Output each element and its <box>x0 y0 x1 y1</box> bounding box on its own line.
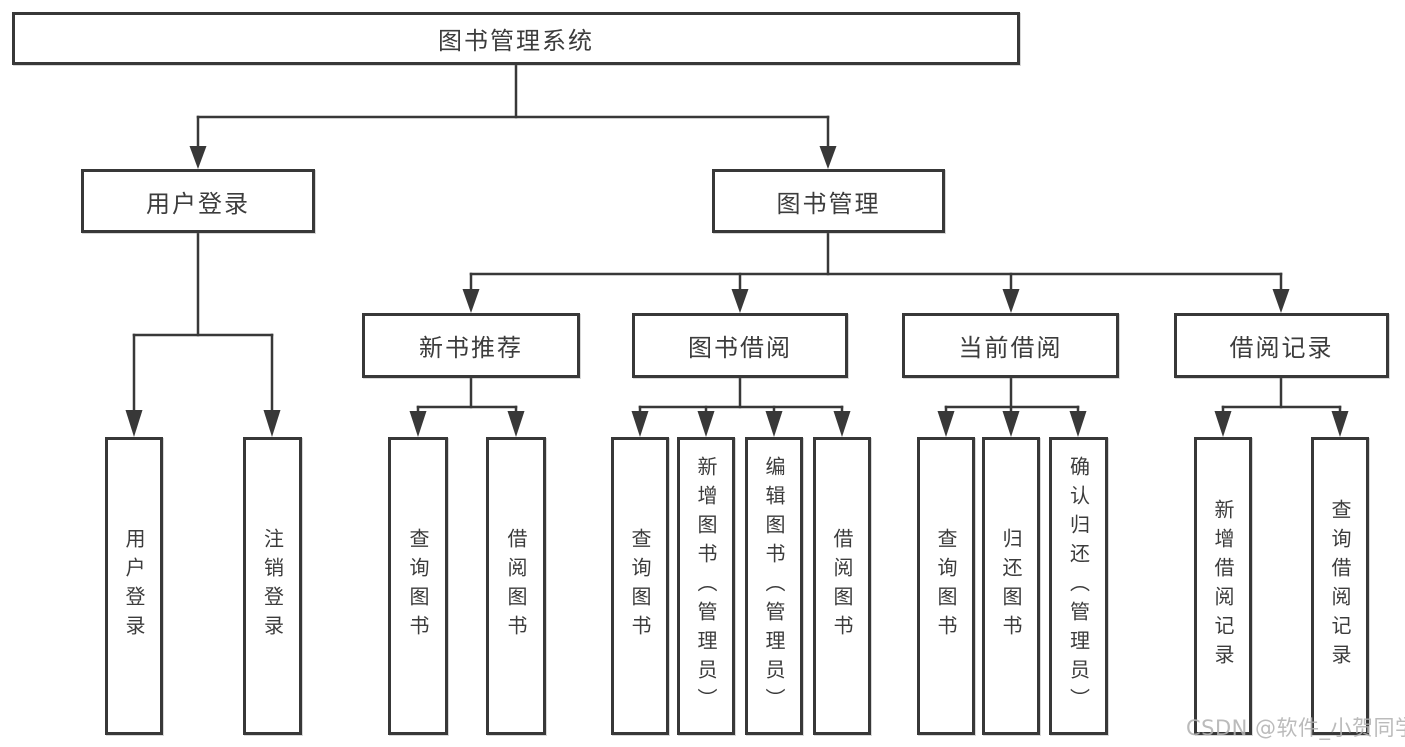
node-label: 用户登录 <box>122 528 146 644</box>
node-label: 归还图书 <box>999 528 1023 644</box>
leaf-query-books-current: 查询图书 <box>917 437 975 735</box>
leaf-query-books-borrow: 查询图书 <box>611 437 669 735</box>
leaf-add-borrow-record: 新增借阅记录 <box>1194 437 1252 735</box>
node-label: 确认归还（管理员） <box>1066 455 1091 717</box>
node-label: 新增借阅记录 <box>1211 499 1235 673</box>
leaf-return-books: 归还图书 <box>982 437 1040 735</box>
node-user-login: 用户登录 <box>81 169 315 233</box>
leaf-borrow-books-recommend: 借阅图书 <box>486 437 546 735</box>
node-current-borrowing: 当前借阅 <box>902 313 1119 378</box>
node-label: 图书借阅 <box>688 334 792 362</box>
leaf-add-books-admin: 新增图书（管理员） <box>677 437 735 735</box>
node-label: 新增图书（管理员） <box>694 455 718 717</box>
node-label: 查询图书 <box>934 528 958 644</box>
leaf-query-borrow-record: 查询借阅记录 <box>1311 437 1369 735</box>
leaf-confirm-return-admin: 确认归还（管理员） <box>1049 437 1108 735</box>
node-label: 用户登录 <box>146 189 250 218</box>
leaf-logout-login: 注销登录 <box>243 437 302 735</box>
leaf-user-login: 用户登录 <box>105 437 163 735</box>
node-label: 借阅记录 <box>1229 334 1334 362</box>
node-borrowing-records: 借阅记录 <box>1174 313 1389 378</box>
node-label: 借阅图书 <box>830 528 854 644</box>
leaf-query-books-recommend: 查询图书 <box>388 437 448 735</box>
node-book-management: 图书管理 <box>712 169 945 233</box>
node-book-borrowing: 图书借阅 <box>632 313 848 378</box>
node-label: 借阅图书 <box>504 528 528 644</box>
node-label: 当前借阅 <box>958 334 1063 362</box>
node-label: 注销登录 <box>260 528 285 644</box>
node-label: 新书推荐 <box>419 334 523 362</box>
node-label: 图书管理系统 <box>438 27 594 55</box>
node-library-management-system: 图书管理系统 <box>12 12 1020 65</box>
node-label: 查询图书 <box>628 528 652 644</box>
node-new-book-recommendation: 新书推荐 <box>362 313 580 378</box>
node-label: 图书管理 <box>776 189 881 218</box>
node-label: 查询图书 <box>406 528 430 644</box>
node-label: 查询借阅记录 <box>1328 499 1352 673</box>
csdn-watermark: CSDN @软件_小贺同学 <box>1186 716 1405 740</box>
leaf-borrow-books: 借阅图书 <box>813 437 871 735</box>
node-label: 编辑图书（管理员） <box>762 455 786 717</box>
leaf-edit-books-admin: 编辑图书（管理员） <box>745 437 803 735</box>
